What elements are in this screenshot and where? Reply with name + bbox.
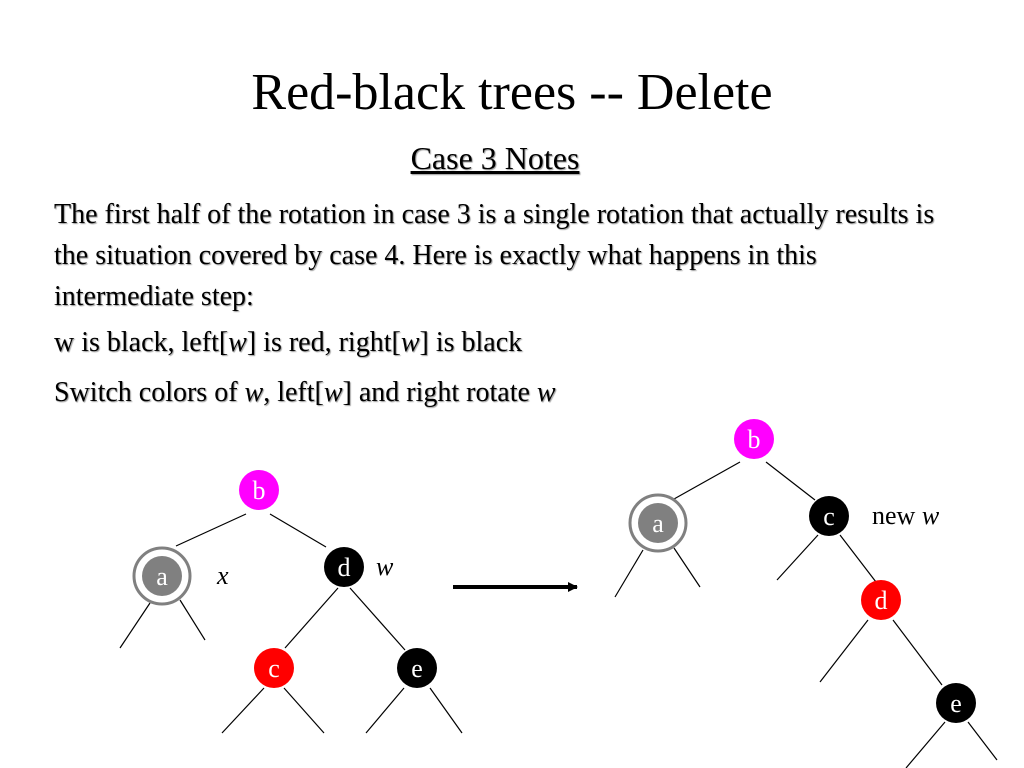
action-text-1: Switch colors of bbox=[54, 377, 245, 408]
node-label: a bbox=[156, 562, 168, 591]
edge-a-left-subtree-after bbox=[614, 549, 644, 598]
edge-d-c bbox=[284, 587, 339, 649]
edge-a-left-subtree bbox=[119, 602, 151, 649]
node-label: e bbox=[411, 654, 423, 683]
edge-b-a bbox=[175, 513, 247, 547]
label-w-after: w bbox=[922, 501, 940, 530]
condition-text-1: w is black, left[ bbox=[54, 327, 229, 358]
action-line: Switch colors of w, left[w] and right ro… bbox=[54, 374, 954, 412]
label-new-text: new bbox=[872, 501, 922, 530]
edge-e-right-subtree-after bbox=[967, 721, 998, 761]
edge-a-right-subtree bbox=[179, 599, 206, 641]
slide-title: Red-black trees -- Delete bbox=[251, 64, 773, 121]
action-w-3: w bbox=[536, 377, 556, 408]
edge-c-left-subtree-after bbox=[776, 534, 819, 581]
tree-node-e-after: e bbox=[936, 683, 976, 723]
node-label: c bbox=[823, 502, 835, 531]
slide-subtitle: Case 3 Notes bbox=[410, 140, 580, 176]
condition-line: w is black, left[w] is red, right[w] is … bbox=[54, 324, 954, 362]
condition-w-1: w bbox=[228, 327, 247, 358]
action-w-1: w bbox=[244, 377, 264, 408]
tree-node-a-after: a bbox=[628, 493, 688, 553]
tree-node-c-before: c bbox=[254, 648, 294, 688]
edge-d-e-after bbox=[892, 619, 943, 686]
edge-c-right-subtree bbox=[283, 687, 325, 734]
edge-a-right-subtree-after bbox=[673, 547, 701, 588]
tree-before bbox=[119, 513, 463, 734]
node-label: a bbox=[652, 509, 664, 538]
condition-w-2: w bbox=[400, 327, 420, 358]
edge-e-right-subtree bbox=[429, 687, 463, 734]
edge-c-left-subtree bbox=[221, 687, 265, 734]
action-text-2: , left[ bbox=[263, 377, 324, 408]
edge-d-left-subtree-after bbox=[819, 619, 869, 683]
label-w-before: w bbox=[376, 552, 394, 581]
paragraph-case3-explanation: The first half of the rotation in case 3… bbox=[54, 199, 935, 312]
edge-e-left-subtree-after bbox=[905, 721, 946, 768]
tree-node-b-after: b bbox=[734, 419, 774, 459]
edge-e-left-subtree bbox=[365, 687, 405, 734]
action-text-3: ] and right rotate bbox=[342, 377, 537, 408]
edge-b-d bbox=[269, 513, 327, 548]
condition-text-3: ] is black bbox=[419, 327, 523, 358]
tree-after bbox=[614, 461, 998, 768]
node-label: d bbox=[338, 553, 351, 582]
tree-node-e-before: e bbox=[397, 648, 437, 688]
tree-node-d-before: d bbox=[324, 547, 364, 587]
tree-node-d-after: d bbox=[861, 580, 901, 620]
node-label: b bbox=[253, 476, 266, 505]
tree-node-a-before: a bbox=[132, 546, 192, 606]
label-new-w: new w bbox=[872, 501, 940, 530]
edge-b-c-after bbox=[765, 461, 816, 501]
node-label: c bbox=[268, 654, 280, 683]
node-label: e bbox=[950, 689, 962, 718]
node-label: d bbox=[875, 586, 888, 615]
label-x: x bbox=[216, 561, 229, 590]
node-label: b bbox=[748, 425, 761, 454]
edge-c-d-after bbox=[839, 534, 877, 583]
action-w-2: w bbox=[323, 377, 343, 408]
condition-text-2: ] is red, right[ bbox=[246, 327, 401, 358]
edge-d-e bbox=[349, 587, 406, 651]
edge-b-a-after bbox=[673, 461, 741, 500]
tree-node-b-before: b bbox=[239, 470, 279, 510]
tree-node-c-after: c bbox=[809, 496, 849, 536]
